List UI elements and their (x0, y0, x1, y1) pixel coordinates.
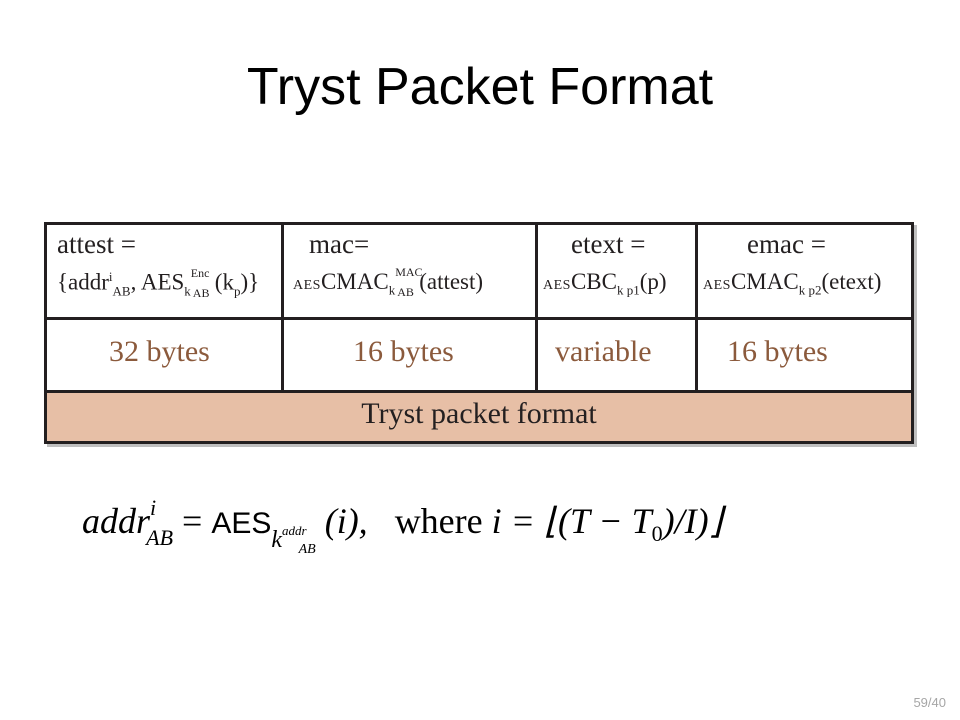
attest-arg-sub: p (233, 283, 241, 299)
eq-lhs-sub: AB (146, 525, 174, 550)
attest-key: k (184, 283, 191, 299)
emac-name: CMAC (730, 269, 799, 294)
address-equation: addriAB = AESkaddrAB (i), where i = ⌊(T … (82, 495, 912, 580)
page-number: 59/40 (913, 695, 946, 710)
caption-band (47, 393, 911, 441)
eq-rhs-sub: 0 (651, 521, 663, 547)
emac-formula: AESCMACk p2(etext) (703, 269, 881, 299)
eq-arg: (i), (324, 501, 368, 541)
mac-prefix: AES (293, 278, 321, 293)
etext-name: CBC (570, 269, 617, 294)
emac-arg: (etext) (821, 269, 882, 294)
attest-addr: {addr (57, 269, 109, 295)
etext-key: k p1 (616, 282, 640, 298)
eq-rhs-end: )/I)⌋ (662, 501, 723, 541)
column-divider-2 (535, 225, 538, 390)
caption-divider (47, 390, 911, 393)
mac-key-stack: MAC AB (395, 265, 422, 299)
emac-size: 16 bytes (727, 335, 828, 368)
emac-key: k p2 (798, 282, 822, 298)
mac-header: mac= (309, 229, 370, 259)
eq-i: i (491, 501, 502, 541)
attest-size: 32 bytes (109, 335, 210, 368)
attest-header: attest = (57, 229, 136, 259)
eq-func: AES (211, 507, 272, 540)
eq-equals: = (182, 501, 203, 541)
attest-addr-sup: i (108, 269, 113, 284)
etext-header: etext = (571, 229, 646, 259)
eq-key-sub: AB (298, 542, 316, 557)
mac-size: 16 bytes (353, 335, 454, 368)
etext-prefix: AES (543, 278, 571, 293)
eq-lhs-sup: i (150, 495, 157, 520)
mac-key-ab: AB (397, 285, 414, 299)
etext-size: variable (555, 335, 652, 368)
mac-arg: (attest) (419, 269, 484, 294)
slide-title: Tryst Packet Format (246, 58, 714, 116)
emac-header: emac = (747, 229, 826, 259)
mac-formula: AESCMACk MAC AB (attest) (293, 265, 484, 299)
eq-key-sup: addr (282, 523, 307, 538)
packet-caption: Tryst packet format (361, 397, 597, 430)
attest-aes: , AES (130, 269, 185, 295)
column-divider-1 (281, 225, 284, 390)
eq-key: kaddrAB (271, 523, 315, 557)
mac-key: k (388, 282, 396, 298)
attest-key-ab: AB (192, 285, 210, 300)
eq-where: where (394, 501, 483, 541)
attest-addr-sub: AB (112, 283, 131, 299)
etext-formula: AESCBCk p1(p) (543, 269, 667, 299)
eq-lhs: addr (82, 501, 151, 541)
column-divider-3 (695, 225, 698, 390)
etext-arg: (p) (639, 269, 667, 294)
emac-prefix: AES (703, 278, 731, 293)
attest-arg: (k (214, 269, 234, 295)
mac-key-mac: MAC (395, 265, 423, 279)
row-divider (47, 317, 911, 320)
mac-name: CMAC (320, 269, 389, 294)
attest-close: )} (240, 269, 260, 295)
eq-rhs: = ⌊(T − T (510, 501, 652, 541)
eq-key-letter: k (271, 527, 283, 553)
attest-key-enc: Enc (190, 265, 210, 280)
